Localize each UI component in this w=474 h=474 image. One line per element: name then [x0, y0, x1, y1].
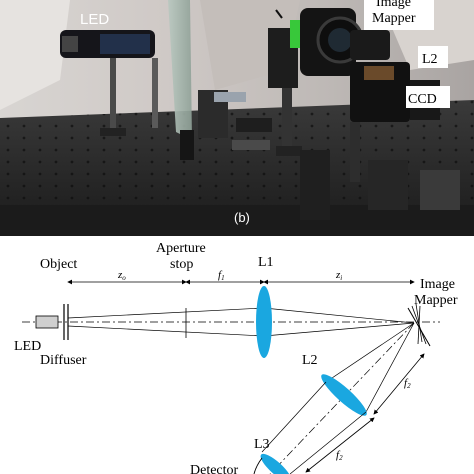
label-stop: stop — [170, 257, 193, 272]
label-f2-b: f2 — [336, 449, 343, 462]
label-object: Object — [40, 257, 77, 272]
detector-surface — [253, 457, 263, 474]
photo-panel-label: (b) — [234, 210, 250, 225]
ray-mapper-l2-a — [325, 322, 415, 383]
photo-label-l2: L2 — [422, 52, 438, 67]
label-l2: L2 — [302, 353, 318, 368]
label-image: Image — [420, 277, 455, 292]
photo-label-led: LED — [80, 11, 109, 28]
lens-l1 — [256, 286, 272, 358]
ray-lower-2 — [263, 322, 415, 337]
dim-f2-a — [373, 353, 425, 415]
label-f1: f1 — [218, 269, 225, 282]
label-led: LED — [14, 339, 41, 354]
diffuser-plate — [168, 0, 194, 160]
ccd-camera — [300, 62, 460, 220]
ray-upper-2 — [263, 307, 415, 324]
label-f2-a: f2 — [404, 377, 411, 390]
led-source — [60, 30, 158, 136]
image-mapper — [300, 8, 390, 76]
axis-mapper-l3 — [269, 322, 415, 474]
ray-l2-l3-a — [261, 381, 327, 453]
photo-label-mapper: Mapper — [372, 11, 416, 26]
lens-l2 — [321, 374, 367, 416]
optical-diagram: Object Aperture stop L1 zo f1 zi Image M… — [14, 241, 458, 474]
label-zo: zo — [117, 269, 126, 282]
label-aperture: Aperture — [156, 241, 206, 256]
label-mapper: Mapper — [414, 293, 458, 308]
led-box — [35, 315, 59, 329]
ray-l2-l3-b — [289, 411, 367, 474]
label-zi: zi — [335, 269, 342, 282]
image-mapper-mirror — [407, 303, 431, 347]
ray-mapper-l2-b — [365, 322, 415, 413]
label-detector: Detector — [190, 463, 239, 474]
setup-photo: LED Image Mapper L2 CCD (b) — [0, 0, 474, 236]
label-l3: L3 — [254, 437, 270, 452]
label-diffuser: Diffuser — [40, 353, 87, 368]
lens-l3 — [260, 453, 292, 474]
ray-upper-1 — [67, 307, 265, 319]
dim-f2-b — [305, 417, 375, 473]
ray-lower-1 — [67, 325, 265, 337]
photo-label-ccd: CCD — [408, 92, 437, 107]
photo-label-mapper-top: Image — [376, 0, 411, 10]
aperture-mount — [198, 90, 272, 150]
label-l1: L1 — [258, 255, 274, 270]
